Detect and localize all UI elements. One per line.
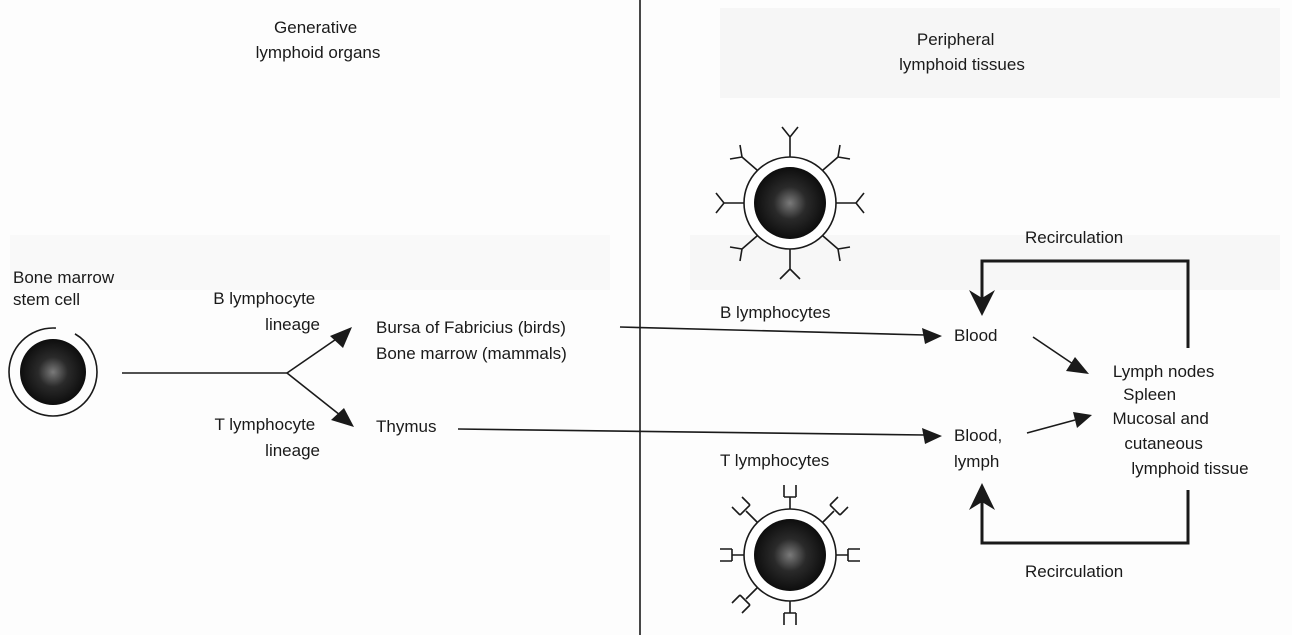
generative-header: Generative lymphoid organs: [256, 18, 381, 62]
t-lineage-label: T lymphocyte lineage: [214, 415, 320, 460]
bone-marrow-label: Bone marrow (mammals): [376, 344, 567, 363]
b-lineage-label: B lymphocyte lineage: [213, 289, 320, 334]
blood-to-nodes-line: [1033, 337, 1073, 364]
background-texture: [10, 8, 1280, 290]
t-lymphocytes-label: T lymphocytes: [720, 451, 829, 470]
bursa-label: Bursa of Fabricius (birds): [376, 318, 566, 337]
stem-cell-fork: [122, 327, 354, 427]
b-path-arrowhead: [922, 328, 942, 344]
blood-label: Blood: [954, 326, 997, 345]
top-recirculation-label: Recirculation: [1025, 228, 1123, 247]
bottom-recirculation-label: Recirculation: [1025, 562, 1123, 581]
lymph-to-tissues-line: [1027, 420, 1075, 433]
b-path-line: [620, 327, 925, 335]
blood-lymph-label: Blood, lymph: [954, 426, 1007, 471]
blood-to-nodes-arrowhead: [1066, 357, 1089, 374]
thymus-label: Thymus: [376, 417, 436, 436]
lymph-to-tissues-arrowhead: [1073, 412, 1092, 428]
b-lineage-arrowhead: [330, 327, 352, 348]
t-path-line: [458, 429, 925, 435]
b-lymphocytes-label: B lymphocytes: [720, 303, 831, 322]
t-path-arrowhead: [922, 428, 942, 444]
peripheral-sites-label: Lymph nodes Spleen Mucosal and cutaneous…: [1112, 362, 1248, 478]
t-lymphocyte-cell: [720, 485, 860, 625]
stem-cell: [9, 328, 97, 416]
bottom-recirculation-loop: [969, 483, 1188, 543]
